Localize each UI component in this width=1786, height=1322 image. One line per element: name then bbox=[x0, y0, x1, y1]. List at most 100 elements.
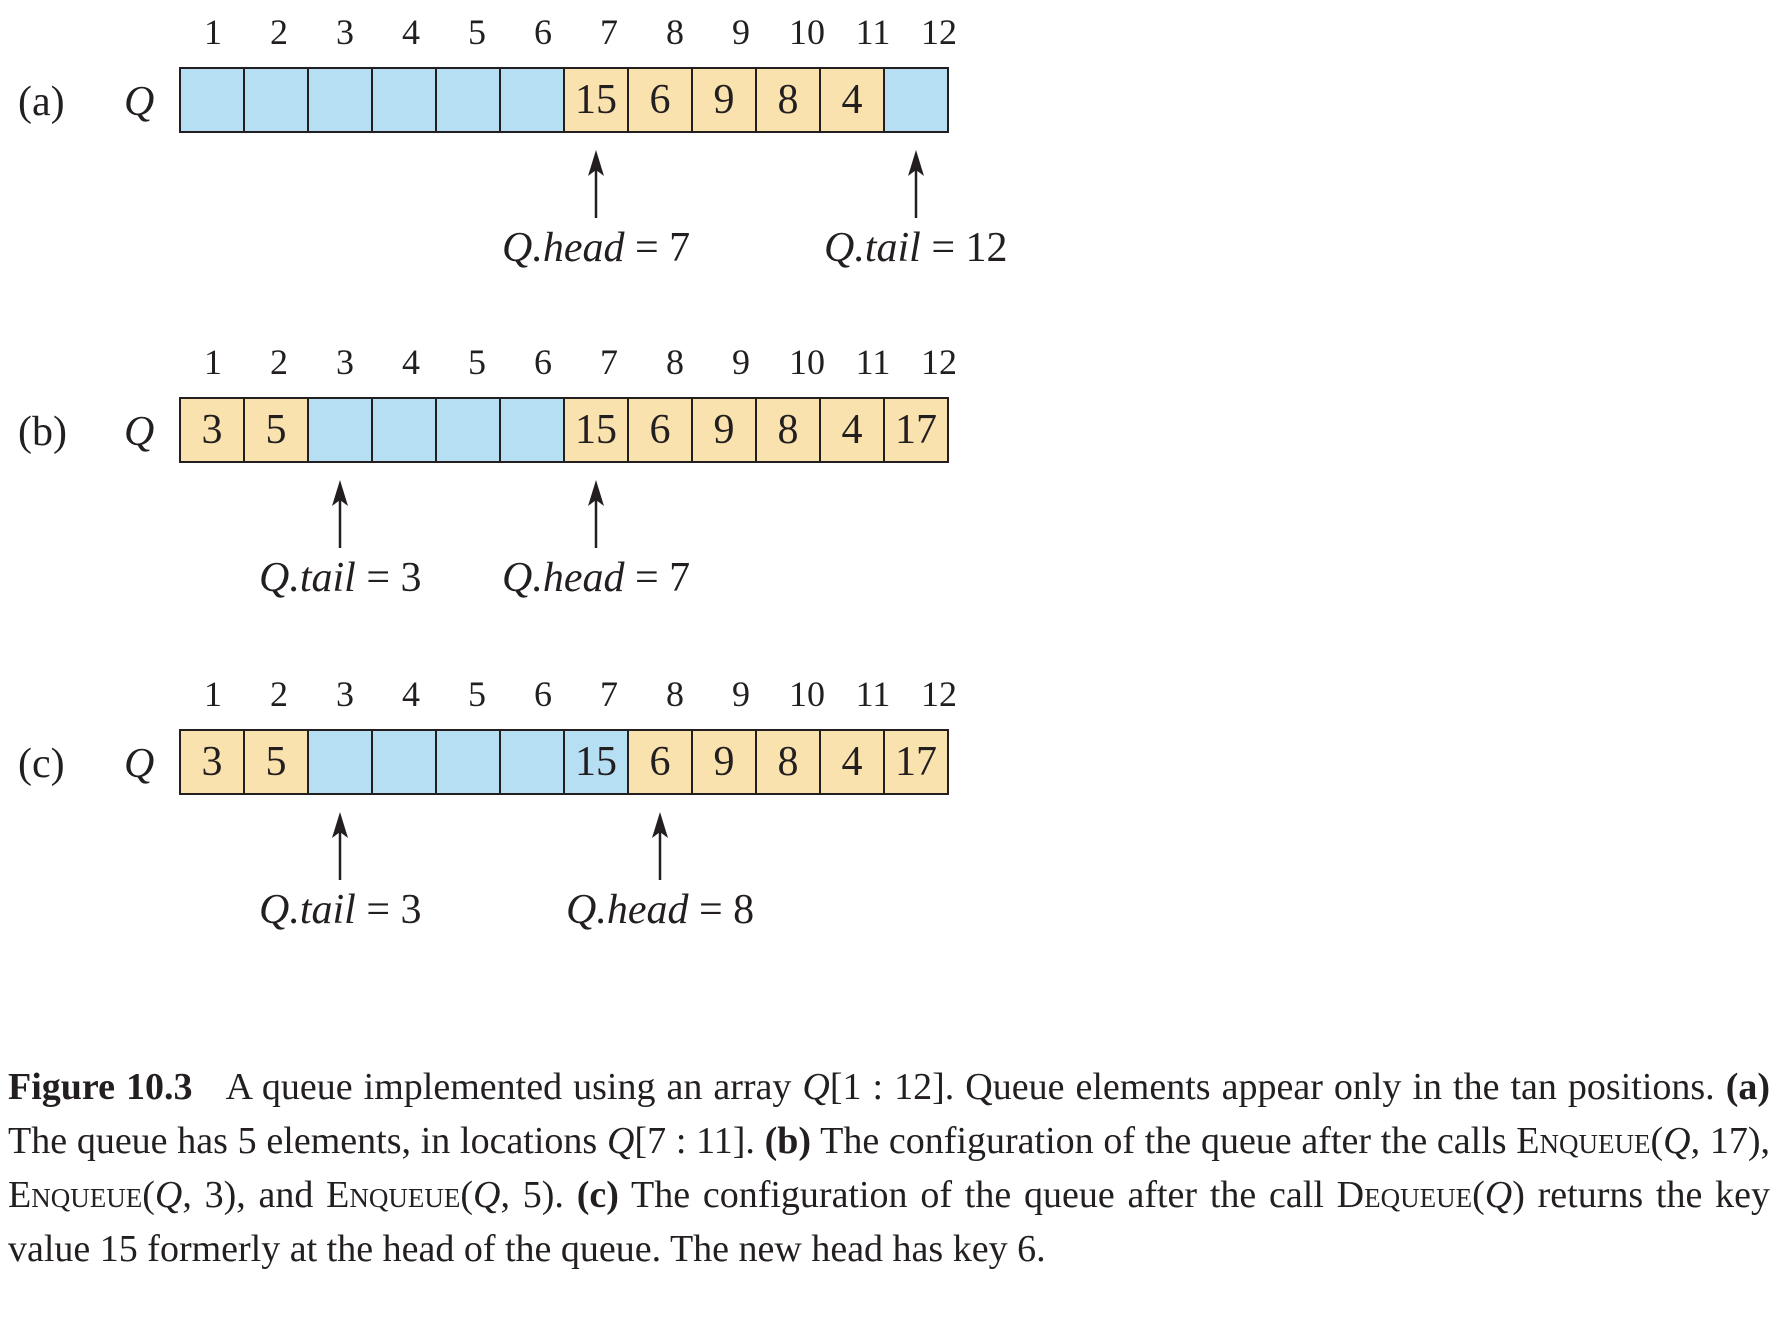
index-label: 12 bbox=[921, 12, 957, 52]
equals-sign: = bbox=[355, 555, 401, 601]
pointer-value: 7 bbox=[669, 555, 691, 601]
queue-cell: 3 bbox=[179, 729, 245, 795]
caption-part-b: (b) bbox=[764, 1120, 812, 1162]
index-label: 11 bbox=[855, 12, 891, 52]
queue-cell: 5 bbox=[243, 729, 309, 795]
queue-cell: 4 bbox=[819, 397, 885, 463]
caption-text: [7 : 11]. bbox=[634, 1120, 765, 1162]
array-name: Q bbox=[124, 79, 155, 125]
queue-cell: 17 bbox=[883, 729, 949, 795]
queue-cell: 15 bbox=[563, 729, 629, 795]
pointer-name: Q.tail bbox=[824, 225, 921, 271]
caption-text: The configuration of the queue after the… bbox=[811, 1120, 1517, 1162]
queue-cell bbox=[883, 67, 949, 133]
index-label: 2 bbox=[270, 342, 288, 382]
index-label: 7 bbox=[600, 342, 618, 382]
head-pointer-label: Q.head = 7 bbox=[502, 552, 690, 604]
caption-text: The queue has 5 elements, in locations bbox=[8, 1120, 607, 1162]
queue-cell bbox=[371, 729, 437, 795]
index-label: 10 bbox=[789, 12, 825, 52]
index-label: 6 bbox=[534, 674, 552, 714]
queue-cell: 8 bbox=[755, 397, 821, 463]
caption-text: [1 : 12]. Queue elements appear only in … bbox=[829, 1066, 1726, 1108]
index-label: 4 bbox=[402, 12, 420, 52]
tail-pointer-label: Q.tail = 3 bbox=[259, 552, 422, 604]
head-pointer-label: Q.head = 8 bbox=[566, 884, 754, 936]
equals-sign: = bbox=[355, 887, 401, 933]
caption-enqueue: Enqueue bbox=[8, 1174, 143, 1216]
panel-label: (c) bbox=[18, 741, 65, 787]
caption-text: , 3), and bbox=[182, 1174, 327, 1216]
queue-cell bbox=[243, 67, 309, 133]
pointer-value: 3 bbox=[400, 887, 422, 933]
queue-cell: 4 bbox=[819, 729, 885, 795]
index-label: 11 bbox=[855, 342, 891, 382]
up-arrow-icon bbox=[332, 812, 348, 880]
queue-cell: 8 bbox=[755, 67, 821, 133]
caption-dequeue: Dequeue bbox=[1336, 1174, 1473, 1216]
index-label: 9 bbox=[732, 12, 750, 52]
queue-cell bbox=[435, 67, 501, 133]
queue-cell bbox=[499, 729, 565, 795]
caption-text: , 17), bbox=[1690, 1120, 1771, 1162]
queue-cell bbox=[179, 67, 245, 133]
queue-cell bbox=[435, 729, 501, 795]
figure-caption: Figure 10.3 A queue implemented using an… bbox=[8, 1066, 1771, 1270]
index-label: 8 bbox=[666, 12, 684, 52]
index-label: 3 bbox=[336, 342, 354, 382]
queue-cell: 4 bbox=[819, 67, 885, 133]
caption-array-name: Q bbox=[1484, 1174, 1513, 1216]
index-label: 6 bbox=[534, 342, 552, 382]
up-arrow-icon bbox=[908, 150, 924, 218]
index-label: 2 bbox=[270, 12, 288, 52]
queue-cell: 6 bbox=[627, 67, 693, 133]
pointer-value: 8 bbox=[733, 887, 755, 933]
pointer-name: Q.head bbox=[502, 555, 625, 601]
index-label: 5 bbox=[468, 674, 486, 714]
index-label: 9 bbox=[732, 674, 750, 714]
caption-array-name: Q bbox=[1663, 1120, 1691, 1162]
index-label: 4 bbox=[402, 342, 420, 382]
up-arrow-icon bbox=[652, 812, 668, 880]
queue-cell: 15 bbox=[563, 67, 629, 133]
head-pointer-label: Q.head = 7 bbox=[502, 222, 690, 274]
queue-cell: 6 bbox=[627, 729, 693, 795]
caption-array-name: Q bbox=[606, 1120, 635, 1162]
equals-sign: = bbox=[624, 225, 670, 271]
index-label: 10 bbox=[789, 674, 825, 714]
caption-text: ) returns the key value 15 formerly at t… bbox=[8, 1174, 1770, 1270]
caption-text: A queue implemented using an array bbox=[225, 1066, 803, 1108]
caption-array-name: Q bbox=[154, 1174, 183, 1216]
pointer-value: 7 bbox=[669, 225, 691, 271]
caption-text: The configuration of the queue after the… bbox=[618, 1174, 1337, 1216]
queue-cell bbox=[371, 397, 437, 463]
caption-part-c: (c) bbox=[576, 1174, 619, 1216]
queue-cell: 9 bbox=[691, 67, 757, 133]
queue-cell: 15 bbox=[563, 397, 629, 463]
index-label: 12 bbox=[921, 674, 957, 714]
index-label: 9 bbox=[732, 342, 750, 382]
index-label: 2 bbox=[270, 674, 288, 714]
index-label: 1 bbox=[204, 674, 222, 714]
queue-cell bbox=[307, 67, 373, 133]
index-label: 12 bbox=[921, 342, 957, 382]
tail-pointer-label: Q.tail = 3 bbox=[259, 884, 422, 936]
queue-cell bbox=[499, 67, 565, 133]
queue-cell: 6 bbox=[627, 397, 693, 463]
queue-cell: 9 bbox=[691, 729, 757, 795]
pointer-name: Q.tail bbox=[259, 555, 356, 601]
queue-cell bbox=[307, 397, 373, 463]
index-label: 6 bbox=[534, 12, 552, 52]
index-label: 11 bbox=[855, 674, 891, 714]
caption-array-name: Q bbox=[473, 1174, 501, 1216]
caption-part-a: (a) bbox=[1725, 1066, 1771, 1108]
queue-cell: 9 bbox=[691, 397, 757, 463]
index-label: 7 bbox=[600, 674, 618, 714]
index-label: 7 bbox=[600, 12, 618, 52]
array-name: Q bbox=[124, 409, 155, 455]
equals-sign: = bbox=[624, 555, 670, 601]
index-label: 3 bbox=[336, 12, 354, 52]
queue-cell bbox=[435, 397, 501, 463]
